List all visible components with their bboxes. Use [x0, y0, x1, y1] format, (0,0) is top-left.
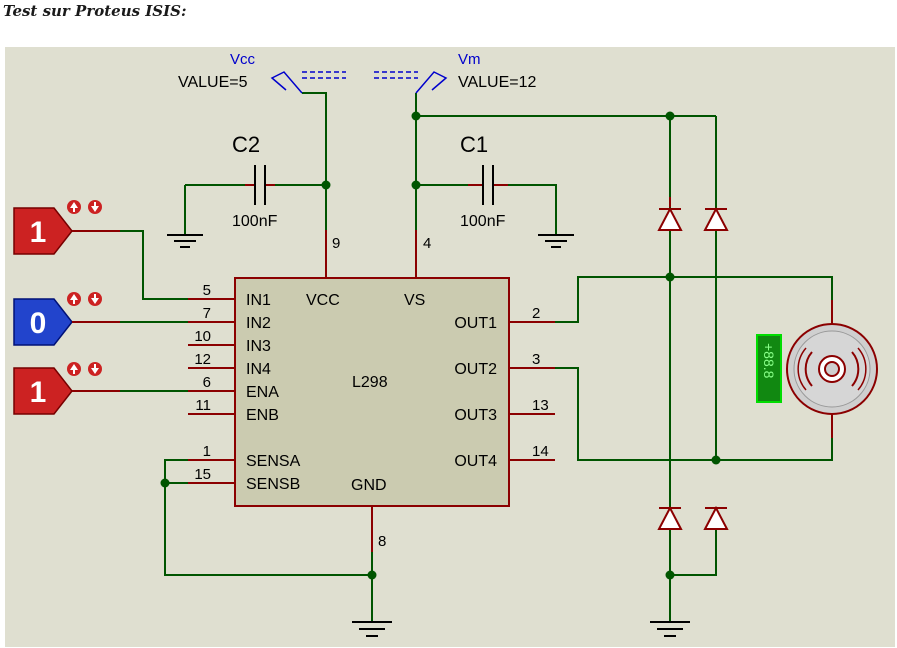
dc-motor-icon[interactable] [786, 300, 878, 438]
pin-label: IN2 [246, 315, 271, 332]
c1-value: 100nF [460, 213, 506, 230]
pin-number: 14 [532, 443, 549, 460]
ground-icon [538, 234, 574, 248]
pin-number: 15 [194, 466, 211, 483]
ground-icon [352, 621, 392, 637]
pin-label: IN4 [246, 361, 271, 378]
vm-label: Vm [458, 51, 481, 68]
vm-value: VALUE=12 [458, 74, 537, 91]
vcc-value: VALUE=5 [178, 74, 248, 91]
capacitor-c2-icon [245, 165, 275, 205]
logic-state-2-value: 0 [30, 307, 47, 340]
diode-icons [657, 197, 729, 530]
capacitor-c1-icon [468, 165, 508, 205]
ground-icon [167, 234, 203, 248]
pin-label: IN3 [246, 338, 271, 355]
pin-label: VS [404, 292, 425, 309]
diode-icon [657, 505, 683, 530]
pin-number: 6 [203, 374, 211, 391]
pin-label: ENB [246, 407, 279, 424]
c1-ref: C1 [460, 132, 488, 157]
diode-icon [657, 197, 683, 231]
motor-speed-value: +88.8 [761, 343, 777, 379]
pin-number: 8 [378, 533, 386, 550]
wires [120, 92, 833, 622]
pin-label: SENSB [246, 476, 300, 493]
ic-l298[interactable]: L298 IN1 IN2 IN3 IN4 ENA ENB SENSA SENSB… [188, 230, 555, 552]
vcc-label: Vcc [230, 51, 256, 68]
pin-number: 1 [203, 443, 211, 460]
pin-number: 11 [195, 397, 211, 414]
pin-label: ENA [246, 384, 279, 401]
pin-number: 12 [194, 351, 211, 368]
c2-ref: C2 [232, 132, 260, 157]
logic-state-3[interactable]: 1 [13, 362, 120, 415]
logic-state-2[interactable]: 0 [13, 292, 120, 346]
pin-number: 4 [423, 235, 431, 252]
ic-body [234, 277, 510, 507]
pin-number: 7 [203, 305, 211, 322]
pin-number: 5 [203, 282, 211, 299]
pin-label: SENSA [246, 453, 301, 470]
page-caption: Test sur Proteus ISIS: [3, 2, 187, 20]
pin-label: IN1 [246, 292, 271, 309]
ground-icon [650, 621, 690, 637]
ground-icons [167, 234, 690, 637]
pin-number: 9 [332, 235, 340, 252]
pin-number: 13 [532, 397, 549, 414]
pin-number: 3 [532, 351, 540, 368]
pin-label: OUT2 [454, 361, 497, 378]
diode-icon [703, 206, 729, 231]
pin-label: OUT1 [454, 315, 497, 332]
c2-value: 100nF [232, 213, 278, 230]
ic-name: L298 [352, 374, 388, 391]
pin-label: OUT4 [454, 453, 497, 470]
pin-label: OUT3 [454, 407, 497, 424]
pin-label: VCC [306, 292, 340, 309]
logic-state-3-value: 1 [30, 376, 47, 409]
logic-state-1-value: 1 [30, 216, 47, 249]
diode-icon [703, 505, 729, 530]
logic-state-1[interactable]: 1 [13, 200, 120, 255]
motor-speed-display: +88.8 [756, 334, 782, 403]
pin-number: 2 [532, 305, 540, 322]
junction-dots [160, 111, 721, 580]
vm-terminal-icon [374, 71, 448, 94]
pin-label: GND [351, 477, 387, 494]
vcc-terminal-icon [270, 71, 346, 94]
pin-number: 10 [194, 328, 211, 345]
